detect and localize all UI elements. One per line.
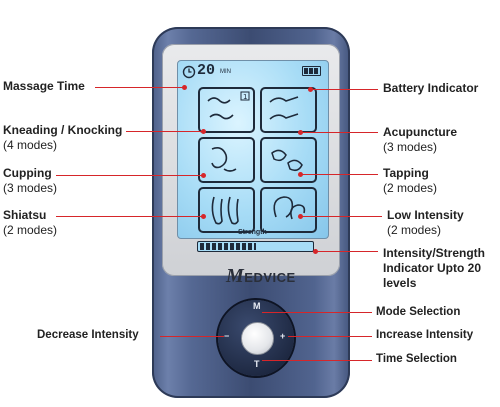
decrease-button[interactable]: − [224, 331, 230, 341]
callout-line [300, 216, 382, 217]
callout-line [262, 312, 372, 313]
callout-dot [298, 214, 303, 219]
callout-line [56, 175, 203, 176]
callout-line [262, 360, 372, 361]
label-intensity-indicator: Intensity/Strength Indicator Upto 20 lev… [383, 246, 486, 290]
label-shiatsu: Shiatsu (2 modes) [3, 208, 58, 237]
label-massage-time: Massage Time [3, 79, 85, 93]
strength-label: Strength [238, 229, 267, 236]
ear-icon [273, 196, 306, 220]
acupuncture-hands-icon [269, 96, 299, 120]
mode-tile-kneading: 1 [198, 87, 255, 133]
timer-value: 20 [197, 62, 216, 79]
strength-bar-fill [200, 243, 256, 250]
callout-dot [201, 129, 206, 134]
timer-unit: MIN [220, 69, 231, 75]
label-increase-intensity: Increase Intensity [376, 329, 474, 341]
shiatsu-feet-icon [211, 196, 239, 225]
label-cupping: Cupping (3 modes) [3, 166, 58, 195]
tapping-hands-icon [271, 149, 303, 172]
callout-line [310, 89, 378, 90]
mode-tile-acupuncture [260, 87, 317, 133]
svg-text:1: 1 [243, 93, 247, 101]
mode-tile-shiatsu [198, 187, 255, 233]
kneading-hands-icon: 1 [207, 91, 250, 120]
label-tapping: Tapping (2 modes) [383, 166, 438, 195]
label-decrease-intensity: Decrease Intensity [37, 329, 139, 341]
callout-line [126, 131, 203, 132]
callout-dot [298, 172, 303, 177]
mode-tile-low-intensity [260, 187, 317, 233]
mode-tile-cupping [198, 137, 255, 183]
callout-dot [201, 173, 206, 178]
callout-line [300, 132, 378, 133]
lcd-screen: 20 MIN 1 [177, 60, 329, 239]
label-acupuncture: Acupuncture (3 modes) [383, 125, 458, 154]
callout-line [315, 251, 378, 252]
callout-dot [182, 85, 187, 90]
label-kneading: Kneading / Knocking (4 modes) [3, 123, 123, 152]
callout-line [288, 336, 372, 337]
increase-button[interactable]: + [280, 331, 286, 341]
strength-bar [197, 241, 314, 252]
callout-dot [201, 214, 206, 219]
callout-dot [308, 87, 313, 92]
callout-dot [298, 130, 303, 135]
brand-logo: MEDVICE [226, 265, 296, 287]
clock-icon [182, 65, 196, 79]
label-time-selection: Time Selection [376, 353, 457, 365]
mode-tile-tapping [260, 137, 317, 183]
battery-icon [302, 66, 321, 76]
label-low-intensity: Low Intensity (2 modes) [387, 208, 464, 237]
callout-line [300, 174, 378, 175]
center-button[interactable] [241, 322, 274, 355]
time-button[interactable]: T [254, 359, 260, 369]
label-battery: Battery Indicator [383, 81, 479, 95]
callout-line [56, 216, 203, 217]
callout-line [160, 336, 224, 337]
callout-line [95, 87, 184, 88]
label-mode-selection: Mode Selection [376, 306, 461, 318]
cupping-hand-icon [211, 147, 237, 172]
callout-dot [313, 249, 318, 254]
mode-button[interactable]: M [253, 301, 261, 311]
